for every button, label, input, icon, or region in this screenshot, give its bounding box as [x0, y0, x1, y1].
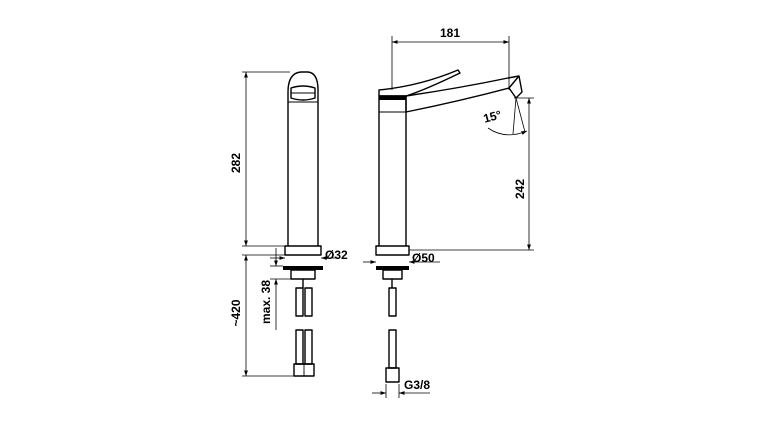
side-view-aerator — [290, 85, 316, 101]
side-view-counter-top — [283, 266, 323, 270]
side-view-hose-left-upper — [295, 287, 304, 317]
dim-label-max-thickness: max. 38 — [259, 280, 273, 324]
front-view-counter-top — [376, 266, 409, 270]
front-view-hose-lower — [388, 329, 397, 369]
side-view-hose-right-lower — [304, 329, 313, 365]
side-view-mount-nut — [290, 269, 316, 280]
side-view-body — [287, 71, 319, 246]
dim-label-spout-reach: 181 — [440, 26, 460, 40]
angle-vertical-ref — [512, 97, 517, 135]
side-view-hose-right-upper — [304, 287, 313, 317]
angle-arc — [487, 127, 528, 136]
front-view-lever-band — [379, 96, 406, 100]
dim-label-spout-angle: 15° — [482, 108, 503, 126]
front-view-spout — [405, 75, 520, 113]
dim-label-total-height: 282 — [229, 153, 243, 173]
dim-label-base-diameter-side: Ø32 — [325, 248, 348, 262]
front-view-lever — [378, 69, 461, 97]
front-view-spout-tip — [508, 75, 523, 99]
dim-label-hose-length: ~420 — [229, 299, 243, 326]
dim-label-spout-height: 242 — [513, 179, 527, 199]
front-view: 181 242 15° Ø50 G3/8 — [363, 26, 534, 398]
angle-jet-line — [515, 97, 526, 133]
front-view-base — [375, 245, 410, 256]
side-view-hose-left-lower — [295, 329, 304, 365]
side-view-base — [284, 245, 322, 256]
front-view-body — [378, 95, 407, 246]
front-view-hose-fitting — [385, 367, 400, 383]
front-view-hose-upper — [388, 287, 397, 317]
dim-label-base-diameter-front: Ø50 — [412, 251, 435, 265]
side-view: 282 ~420 max. 38 Ø32 — [229, 71, 348, 377]
dim-label-connection-thread: G3/8 — [404, 378, 430, 392]
front-view-mount-nut — [382, 269, 403, 280]
